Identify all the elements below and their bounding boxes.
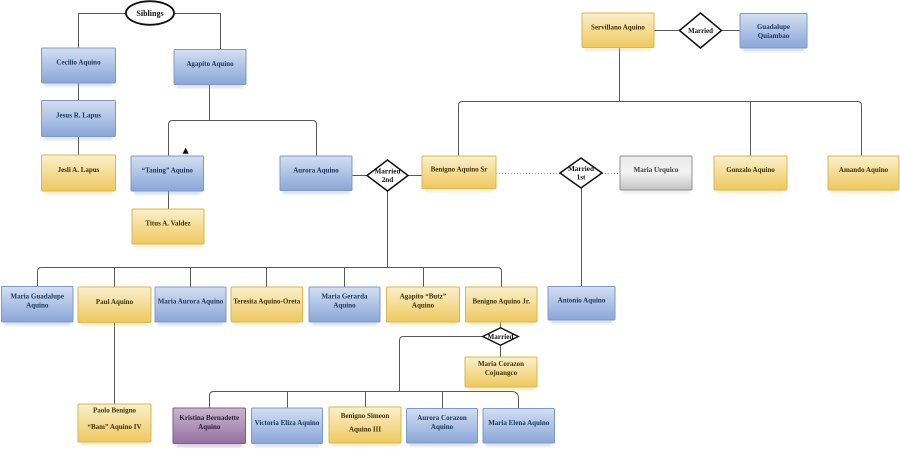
- svg-text:Married: Married: [688, 28, 713, 35]
- svg-text:Aurora Corazon: Aurora Corazon: [417, 414, 467, 422]
- svg-text:Maria Guadalupe: Maria Guadalupe: [11, 292, 64, 300]
- svg-text:Aquino: Aquino: [333, 302, 356, 310]
- svg-text:Married: Married: [568, 165, 594, 173]
- svg-text:Benigno Simeon: Benigno Simeon: [341, 412, 390, 420]
- svg-text:Gonzalo Aquino: Gonzalo Aquino: [726, 166, 775, 174]
- svg-text:Teresita Aquino-Oreta: Teresita Aquino-Oreta: [233, 298, 300, 306]
- svg-text:Jesli A. Lapus: Jesli A. Lapus: [58, 166, 100, 174]
- svg-text:Aquino: Aquino: [26, 301, 49, 309]
- svg-text:Agapito Aquino: Agapito Aquino: [186, 60, 234, 68]
- svg-text:Benigno Aquino Jr.: Benigno Aquino Jr.: [472, 298, 530, 306]
- svg-text:Paolo Benigno: Paolo Benigno: [93, 407, 136, 415]
- svg-text:Agapito “Butz”: Agapito “Butz”: [400, 293, 447, 301]
- svg-text:Maria Urquico: Maria Urquico: [634, 166, 679, 174]
- svg-text:Maria Elena Aquino: Maria Elena Aquino: [488, 419, 550, 427]
- svg-text:Aquino: Aquino: [198, 423, 221, 431]
- svg-text:Maria Gerarda: Maria Gerarda: [321, 293, 368, 301]
- svg-text:Benigno Aquino Sr: Benigno Aquino Sr: [431, 165, 488, 173]
- svg-text:Guadalupe: Guadalupe: [757, 23, 790, 31]
- svg-text:Antonio Aquino: Antonio Aquino: [558, 296, 606, 304]
- svg-text:Servillano Aquino: Servillano Aquino: [591, 23, 645, 31]
- svg-text:Jesus R. Lapus: Jesus R. Lapus: [56, 112, 101, 120]
- svg-text:Amando Aquino: Amando Aquino: [839, 166, 889, 174]
- svg-text:Kristina Bernadette: Kristina Bernadette: [179, 414, 239, 422]
- svg-text:1st: 1st: [577, 174, 586, 182]
- svg-text:Maria Aurora Aquino: Maria Aurora Aquino: [158, 298, 224, 306]
- svg-text:2nd: 2nd: [382, 176, 394, 184]
- svg-text:Married: Married: [375, 167, 401, 175]
- svg-text:Quiambao: Quiambao: [758, 32, 790, 40]
- svg-text:Victoria Eliza Aquino: Victoria Eliza Aquino: [255, 419, 320, 427]
- svg-text:“Taning” Aquino: “Taning” Aquino: [142, 167, 194, 175]
- svg-text:Aquino III: Aquino III: [349, 426, 381, 434]
- svg-text:Siblings: Siblings: [136, 9, 163, 18]
- svg-text:Paul Aquino: Paul Aquino: [96, 298, 134, 306]
- svg-text:Cojuangco: Cojuangco: [485, 369, 518, 377]
- svg-text:Married: Married: [488, 333, 514, 341]
- svg-text:“Bam” Aquino IV: “Bam” Aquino IV: [87, 423, 141, 431]
- svg-text:Cecilio Aquino: Cecilio Aquino: [56, 59, 101, 67]
- svg-text:Aurora Aquino: Aurora Aquino: [293, 166, 339, 174]
- svg-text:Titus A. Valdez: Titus A. Valdez: [145, 220, 190, 228]
- svg-text:Aquino: Aquino: [412, 302, 435, 310]
- svg-text:Maria Corazon: Maria Corazon: [478, 360, 524, 368]
- svg-text:Aquino: Aquino: [431, 423, 454, 431]
